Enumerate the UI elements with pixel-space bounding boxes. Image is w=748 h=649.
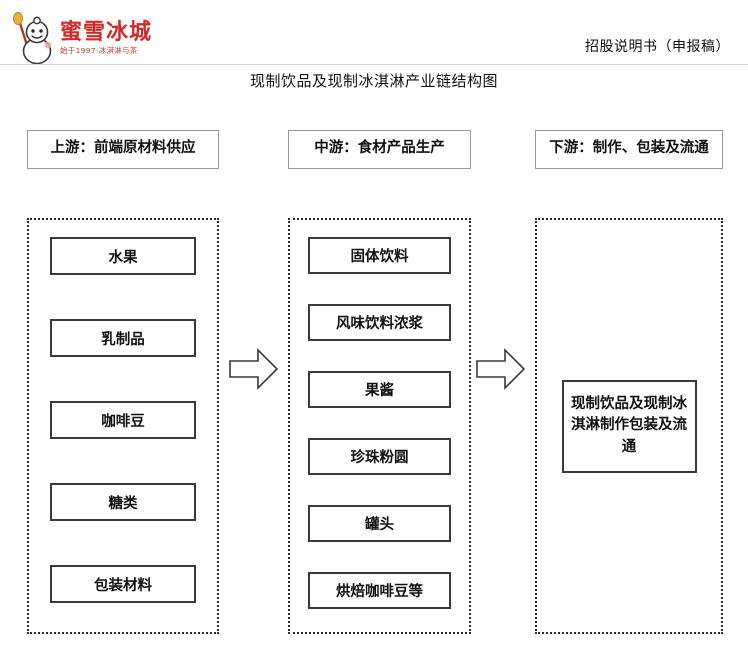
item-box: 乳制品 [50,319,196,357]
item-box: 罐头 [308,505,451,542]
item-stack-downstream: 现制饮品及现制冰淇淋制作包装及流通 [537,220,721,632]
item-box: 水果 [50,237,196,275]
item-box: 现制饮品及现制冰淇淋制作包装及流通 [561,379,697,473]
item-box: 咖啡豆 [50,401,196,439]
header-divider [0,64,748,65]
diagram-title: 现制饮品及现制冰淇淋产业链结构图 [249,72,498,90]
stage-body-downstream: 现制饮品及现制冰淇淋制作包装及流通 [535,218,723,634]
snowman-mascot-icon [10,11,58,65]
item-box: 包装材料 [50,565,196,603]
logo-tagline-text: 始于1997·冰淇淋与茶 [60,45,138,55]
stage-header-midstream: 中游：食材产品生产 [288,130,471,169]
document-label: 招股说明书（申报稿） [585,39,730,55]
column-midstream: 中游：食材产品生产 固体饮料 风味饮料浓浆 果酱 珍珠粉圆 罐头 烘焙咖啡豆等 [288,130,471,634]
stage-header-upstream: 上游：前端原材料供应 [27,130,219,169]
stage-body-midstream: 固体饮料 风味饮料浓浆 果酱 珍珠粉圆 罐头 烘焙咖啡豆等 [288,218,471,634]
item-stack-upstream: 水果 乳制品 咖啡豆 糖类 包装材料 [29,220,217,632]
arrow-midstream-to-downstream-icon [476,346,526,392]
item-box: 风味饮料浓浆 [308,304,451,341]
item-box: 果酱 [308,371,451,408]
logo-brand-text: 蜜雪冰城 [60,19,153,45]
item-box: 糖类 [50,483,196,521]
item-box: 固体饮料 [308,237,451,274]
column-downstream: 下游：制作、包装及流通 现制饮品及现制冰淇淋制作包装及流通 [535,130,723,634]
item-box: 烘焙咖啡豆等 [308,572,451,609]
stage-header-downstream: 下游：制作、包装及流通 [535,130,723,169]
arrow-upstream-to-midstream-icon [229,346,279,392]
logo-wordmark: 蜜雪冰城 始于1997·冰淇淋与茶 [60,19,153,55]
item-stack-midstream: 固体饮料 风味饮料浓浆 果酱 珍珠粉圆 罐头 烘焙咖啡豆等 [290,220,469,632]
item-box: 珍珠粉圆 [308,438,451,475]
stage-body-upstream: 水果 乳制品 咖啡豆 糖类 包装材料 [27,218,219,634]
brand-logo: 蜜雪冰城 始于1997·冰淇淋与茶 [10,10,155,66]
column-upstream: 上游：前端原材料供应 水果 乳制品 咖啡豆 糖类 包装材料 [27,130,219,634]
